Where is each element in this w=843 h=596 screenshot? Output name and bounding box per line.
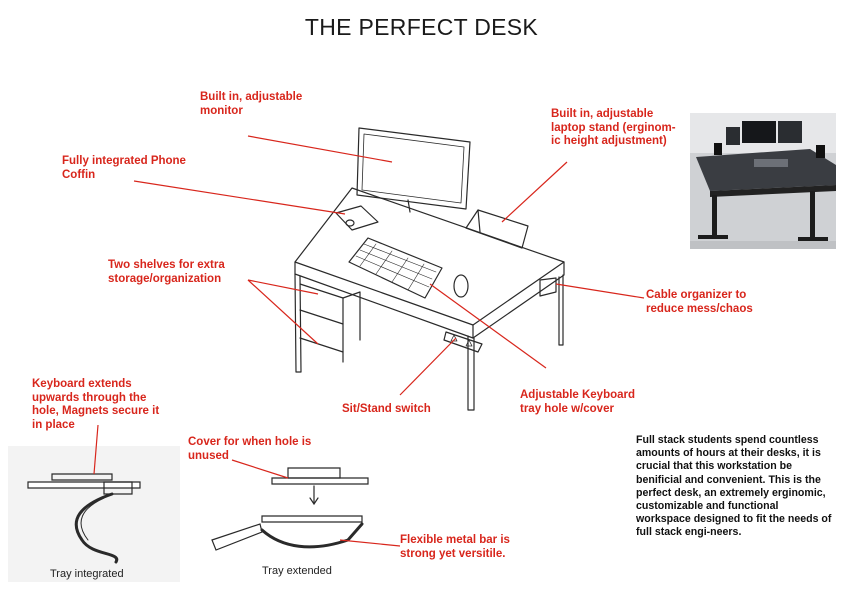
page-title: THE PERFECT DESK (304, 14, 539, 40)
reference-desk-photo (690, 113, 836, 249)
label-laptop-stand: Built in, adjustable laptop stand (ergin… (551, 108, 676, 147)
label-cover: Cover for when hole is unused (188, 436, 312, 462)
label-keyboard-extends: Keyboard extends upwards through the hol… (32, 378, 160, 431)
label-keyboard-tray-hole: Adjustable Keyboard tray hole w/cover (520, 389, 636, 415)
label-metal-bar: Flexible metal bar is strong yet versiti… (400, 534, 510, 560)
label-sit-stand-switch: Sit/Stand switch (342, 403, 431, 415)
label-monitor: Built in, adjustable monitor (200, 91, 303, 117)
label-phone-coffin: Fully integrated Phone Coffin (62, 155, 186, 181)
description-paragraph: Full stack students spend countless amou… (636, 434, 832, 539)
label-cable-organizer: Cable organizer to reduce mess/chaos (646, 289, 753, 315)
caption-tray-extended: Tray extended (262, 565, 332, 577)
caption-tray-integrated: Tray integrated (50, 568, 124, 580)
label-shelves: Two shelves for extra storage/organizati… (108, 259, 225, 285)
